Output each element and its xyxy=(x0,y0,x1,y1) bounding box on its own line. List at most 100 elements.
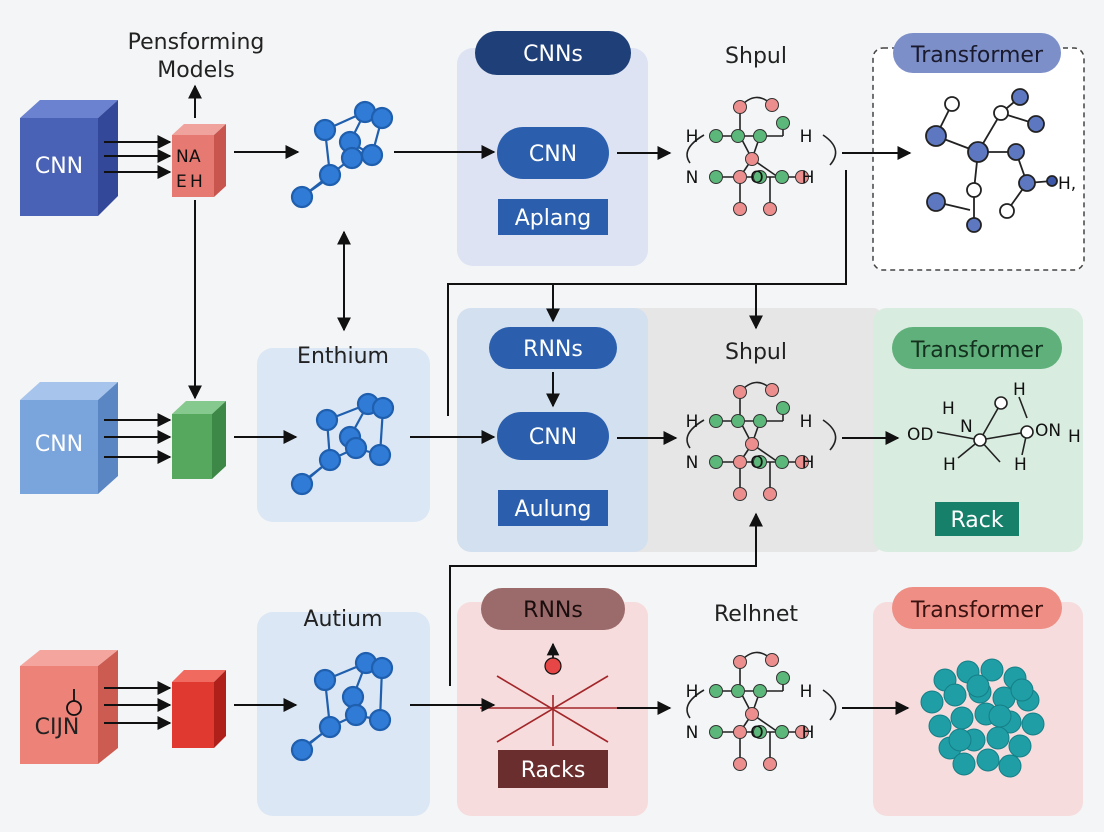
molecule-node xyxy=(733,757,747,771)
molecule-arc xyxy=(822,134,837,166)
molecule-node xyxy=(745,152,759,166)
molecule-node xyxy=(733,725,747,739)
molecule-node xyxy=(733,202,747,216)
rnn-node xyxy=(544,657,562,675)
cnn-pill-row2-label: CNN xyxy=(529,425,577,450)
transformer-graph-top xyxy=(925,88,1058,233)
mid-glyph-1: N xyxy=(176,147,189,167)
molecule-atom-label: H xyxy=(686,412,699,432)
molecule-atom-label: O xyxy=(750,723,763,743)
molecule-arc xyxy=(822,419,837,451)
rnns-pill-bottom-label: RNNs xyxy=(523,598,583,623)
autium-caption: Autium xyxy=(303,607,382,632)
mol-graph-row2 xyxy=(290,392,395,496)
input-cube-row2: CNN xyxy=(20,382,118,494)
molecule-atom-label: N xyxy=(686,453,699,473)
mid-glyph-3: E xyxy=(176,172,187,192)
mol-graph-row3 xyxy=(290,651,394,762)
molecule-node xyxy=(763,487,777,501)
molecule-node xyxy=(765,653,779,667)
molecule-node xyxy=(776,116,790,130)
transformer-mol-middle xyxy=(936,396,1034,463)
cluster-node xyxy=(976,748,1000,772)
cluster-node xyxy=(1008,734,1032,758)
molecule-node xyxy=(709,414,723,428)
racks-box xyxy=(498,750,608,788)
molecule-arc xyxy=(686,419,705,449)
molecule-node xyxy=(733,170,747,184)
cluster-node xyxy=(950,706,974,730)
enthium-caption: Enthium xyxy=(297,344,389,369)
molecule-node xyxy=(709,684,723,698)
shpul-grey-panel xyxy=(630,308,880,552)
mid-glyph-4: H xyxy=(190,172,203,192)
molecule-atom-label: H xyxy=(686,127,699,147)
input-label-row3: CIJN xyxy=(35,715,80,740)
molecule-node xyxy=(753,129,767,143)
cnn-pill-row1 xyxy=(497,127,609,179)
molecule-node xyxy=(731,684,745,698)
molecule-atom-label: N xyxy=(686,723,699,743)
cluster-node xyxy=(986,726,1010,750)
molecule-node xyxy=(753,414,767,428)
molecule-node xyxy=(745,437,759,451)
molecule-node xyxy=(745,707,759,721)
cluster-node xyxy=(980,658,1004,682)
rnns-pill-middle xyxy=(489,327,617,369)
rack-box xyxy=(935,502,1019,536)
cnn-pill-row1-label: CNN xyxy=(529,142,577,167)
mid-block-row1: N A E H xyxy=(172,124,226,197)
molecule-node xyxy=(763,757,777,771)
molecule-arc xyxy=(686,689,705,719)
cluster-node xyxy=(998,754,1022,778)
molecule-atom-label: N xyxy=(686,168,699,188)
molecule-node xyxy=(775,455,789,469)
cluster-node xyxy=(948,728,972,752)
tm-atom-n: N xyxy=(960,417,973,437)
molecule-node xyxy=(776,671,790,685)
molecule-node xyxy=(709,170,723,184)
cluster-node xyxy=(943,683,967,707)
molecule-node xyxy=(795,455,809,469)
molecule-node xyxy=(709,725,723,739)
molecule-atom-label: H xyxy=(800,127,813,147)
molecule-atom-label: H xyxy=(800,412,813,432)
aplang-label: Aplang xyxy=(515,206,592,231)
cnns-pill xyxy=(475,31,631,75)
transformer-pill-middle xyxy=(892,327,1062,369)
connector-arrows xyxy=(188,84,912,715)
caption-line1: Pensforming xyxy=(128,30,265,55)
molecule-atom-label: H xyxy=(802,453,815,473)
molecule-node xyxy=(765,383,779,397)
cnns-pill-label: CNNs xyxy=(523,42,583,67)
molecule-node xyxy=(731,129,745,143)
molecule-node xyxy=(731,414,745,428)
molecule-node xyxy=(753,684,767,698)
molecule-node xyxy=(776,401,790,415)
mol-graph-row1 xyxy=(290,100,394,209)
molecule-node xyxy=(733,487,747,501)
rack-label: Rack xyxy=(950,508,1003,533)
transformer-pill-middle-label: Transformer xyxy=(910,338,1044,363)
transformer-cluster-bottom xyxy=(920,658,1045,778)
caption-line2: Models xyxy=(157,58,235,83)
molecule-atom-label: H xyxy=(800,682,813,702)
molecule-node xyxy=(795,170,809,184)
molecule-atom-label: O xyxy=(750,453,763,473)
mid-block-row2 xyxy=(172,401,226,479)
molecule-node xyxy=(709,455,723,469)
molecule-atom-label: H xyxy=(802,723,815,743)
input-cube-row1: CNN xyxy=(20,100,118,216)
molecule-node xyxy=(753,170,767,184)
tm-atom-h1: H xyxy=(942,399,955,419)
transformer-pill-bottom-label: Transformer xyxy=(910,598,1044,623)
molecule-node xyxy=(763,202,777,216)
molecule-node xyxy=(733,655,747,669)
tm-atom-od: OD xyxy=(907,425,933,445)
cluster-node xyxy=(952,752,976,776)
molecule-node xyxy=(795,725,809,739)
molecule-node xyxy=(775,725,789,739)
molecule-arc xyxy=(822,689,837,721)
